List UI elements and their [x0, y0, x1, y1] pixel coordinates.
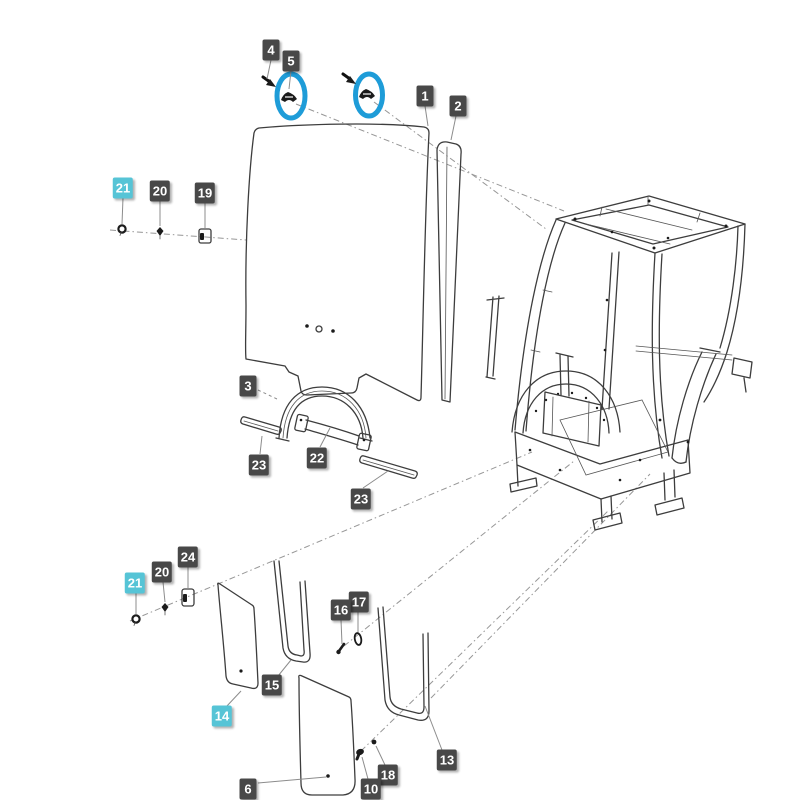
leader-line-3 — [257, 389, 278, 400]
leader-line-18 — [375, 745, 386, 766]
trim-strip-right — [359, 455, 418, 479]
leader-line-6 — [257, 776, 327, 784]
construction-line-7 — [430, 473, 651, 699]
leader-line-21 — [121, 197, 124, 225]
trim-strip-left — [240, 416, 282, 435]
construction-line-2 — [373, 101, 547, 230]
part-label-4: 4 — [262, 39, 280, 61]
part-label-14: 14 — [211, 705, 233, 727]
part-label-3: 3 — [239, 375, 257, 397]
construction-line-4 — [129, 451, 533, 622]
leader-line-10 — [361, 756, 369, 780]
part-label-21: 21 — [124, 572, 146, 594]
part-label-19: 19 — [194, 182, 216, 204]
mounting-arrow-left-icon — [261, 75, 276, 87]
pin-fastener-bottom-icon — [161, 603, 169, 616]
leader-line-1 — [424, 105, 429, 127]
part-label-15: 15 — [261, 674, 283, 696]
leader-line-4 — [266, 59, 272, 80]
cab-frame-illustration — [485, 195, 753, 531]
leader-line-20 — [162, 581, 166, 603]
glass-clip-right-icon — [359, 89, 375, 99]
part-label-1: 1 — [416, 85, 434, 107]
arch-trim — [275, 386, 373, 442]
pin-fastener-top-icon — [156, 227, 164, 240]
square-clip-19-icon — [198, 228, 212, 244]
leader-line-2 — [450, 115, 457, 141]
square-clip-24-icon — [181, 588, 195, 607]
part-label-5: 5 — [282, 50, 300, 72]
part-label-24: 24 — [177, 546, 199, 568]
leader-line-5 — [288, 70, 292, 90]
ring-seal-17-icon — [353, 632, 363, 646]
construction-line-1 — [295, 103, 565, 212]
construction-lines — [109, 101, 651, 752]
part-label-6: 6 — [239, 778, 257, 800]
glass-clip-left-icon — [281, 92, 297, 102]
door-handle — [294, 413, 372, 452]
construction-line-5 — [343, 460, 575, 647]
bolt-10-icon — [355, 748, 364, 761]
part-label-16: 16 — [330, 599, 352, 621]
glass-run-channel — [436, 141, 462, 403]
part-label-17: 17 — [348, 591, 370, 613]
leader-line-13 — [424, 705, 443, 751]
leader-line-22 — [319, 427, 331, 448]
part-label-21: 21 — [112, 177, 134, 199]
part-label-20: 20 — [149, 180, 171, 202]
washer-18-icon — [371, 739, 377, 745]
u-channel-large — [377, 606, 430, 721]
quarter-glass — [217, 582, 259, 690]
leader-line-16 — [340, 619, 343, 645]
callout-leader-lines — [121, 59, 457, 784]
mounting-arrow-right-icon — [341, 72, 356, 84]
leader-line-15 — [277, 659, 292, 677]
part-label-23: 23 — [350, 488, 372, 510]
part-label-13: 13 — [436, 749, 458, 771]
leader-line-23 — [362, 470, 389, 489]
construction-line-6 — [360, 510, 609, 752]
part-label-23: 23 — [248, 454, 270, 476]
leader-line-23 — [259, 435, 263, 455]
door-glass — [244, 123, 430, 402]
u-channel-small — [273, 560, 311, 663]
lower-glass — [298, 674, 356, 796]
grommet-bottom-icon — [131, 614, 141, 626]
part-label-20: 20 — [151, 561, 173, 583]
grommet-top-icon — [117, 224, 127, 236]
highlight-circle-right — [353, 71, 385, 119]
screw-16-icon — [336, 642, 346, 655]
part-label-18: 18 — [377, 764, 399, 786]
construction-line-3 — [109, 229, 247, 241]
part-label-10: 10 — [360, 778, 382, 800]
part-label-22: 22 — [306, 447, 328, 469]
part-label-2: 2 — [449, 95, 467, 117]
leader-line-14 — [225, 690, 242, 708]
